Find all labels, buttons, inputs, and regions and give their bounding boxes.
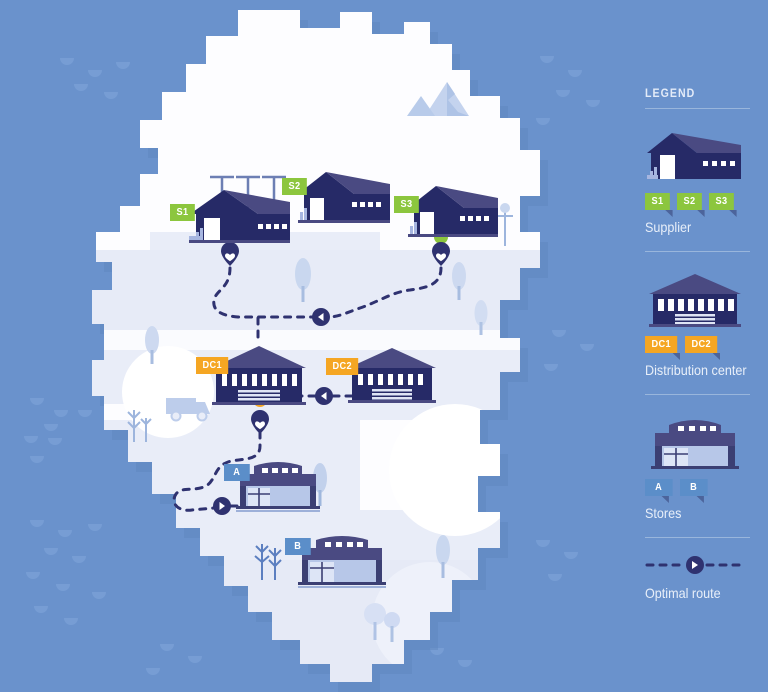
- supplier-warehouse-icon: [645, 125, 750, 185]
- legend-divider: [645, 108, 750, 109]
- map-chip-s2-label: S2: [282, 178, 307, 195]
- route-arrow-mid-junction: [312, 308, 330, 326]
- legend-divider: [645, 394, 750, 395]
- store-building-a: [236, 462, 320, 512]
- legend-label-distribution-center: Distribution center: [645, 362, 747, 378]
- supplier-building-s3: [408, 186, 498, 237]
- map-chip-s1[interactable]: S1: [170, 202, 197, 221]
- legend-divider: [645, 251, 750, 252]
- truck-decor: [166, 398, 210, 422]
- legend-block-stores: A B Stores: [645, 411, 750, 521]
- legend-chip-store-a[interactable]: A: [645, 479, 673, 503]
- map-chip-store-a-label: A: [224, 464, 250, 481]
- route-pin-s1: [221, 242, 239, 266]
- map-chip-s3[interactable]: S3: [394, 194, 421, 213]
- legend-block-distribution-center: DC1 DC2 Distribution center: [645, 268, 750, 378]
- legend-divider: [645, 537, 750, 538]
- map-chip-s3-label: S3: [394, 196, 419, 213]
- map-chip-s2[interactable]: S2: [282, 176, 309, 195]
- mountain-decor: [407, 82, 469, 116]
- map-chip-s1-label: S1: [170, 204, 195, 221]
- legend-chip-s2[interactable]: S2: [677, 193, 705, 217]
- legend-chips-distribution-center: DC1 DC2: [645, 336, 750, 360]
- legend-panel: LEGEND: [645, 86, 750, 606]
- legend-label-stores: Stores: [645, 505, 682, 521]
- distribution-center-building-dc2: [348, 348, 436, 403]
- legend-chip-store-b[interactable]: B: [679, 479, 707, 503]
- route-pin-dc1: [251, 410, 269, 434]
- legend-chips-supplier: S1 S2 S3: [645, 193, 750, 217]
- distribution-center-building-dc1: [212, 346, 306, 405]
- route-arrow-to-store-a: [213, 497, 231, 515]
- distribution-center-icon: [645, 268, 750, 328]
- supplier-building-s1: [189, 190, 290, 243]
- store-building-b: [298, 536, 386, 588]
- map-chip-dc1[interactable]: DC1: [196, 355, 231, 374]
- legend-label-supplier: Supplier: [645, 219, 692, 235]
- map-chip-dc2-label: DC2: [326, 358, 359, 375]
- supplier-building-s2: [298, 172, 390, 223]
- legend-chips-stores: A B: [645, 479, 750, 503]
- map-chip-store-a[interactable]: A: [224, 462, 252, 481]
- store-icon: [645, 411, 750, 471]
- map-chip-dc2[interactable]: DC2: [326, 356, 361, 375]
- legend-block-optimal-route: Optimal route: [645, 554, 750, 601]
- route-pin-s3: [432, 242, 450, 266]
- legend-chip-s1[interactable]: S1: [645, 193, 673, 217]
- legend-label-optimal-route: Optimal route: [645, 585, 721, 601]
- legend-chip-s3[interactable]: S3: [709, 193, 737, 217]
- legend-chip-dc2[interactable]: DC2: [685, 336, 721, 360]
- utility-pole-decor: [497, 203, 513, 246]
- legend-title: LEGEND: [645, 86, 696, 100]
- map-chip-dc1-label: DC1: [196, 357, 229, 374]
- tree-decor: [127, 258, 488, 642]
- legend-block-supplier: S1 S2 S3 Supplier: [645, 125, 750, 235]
- route-arrow-dc2-to-dc1: [315, 387, 333, 405]
- dashed-route-arrow-icon: [645, 554, 750, 576]
- map-chip-store-b[interactable]: B: [285, 536, 313, 555]
- water-flecks-decor: [24, 56, 600, 675]
- legend-chip-dc1[interactable]: DC1: [645, 336, 680, 360]
- map-chip-store-b-label: B: [285, 538, 311, 555]
